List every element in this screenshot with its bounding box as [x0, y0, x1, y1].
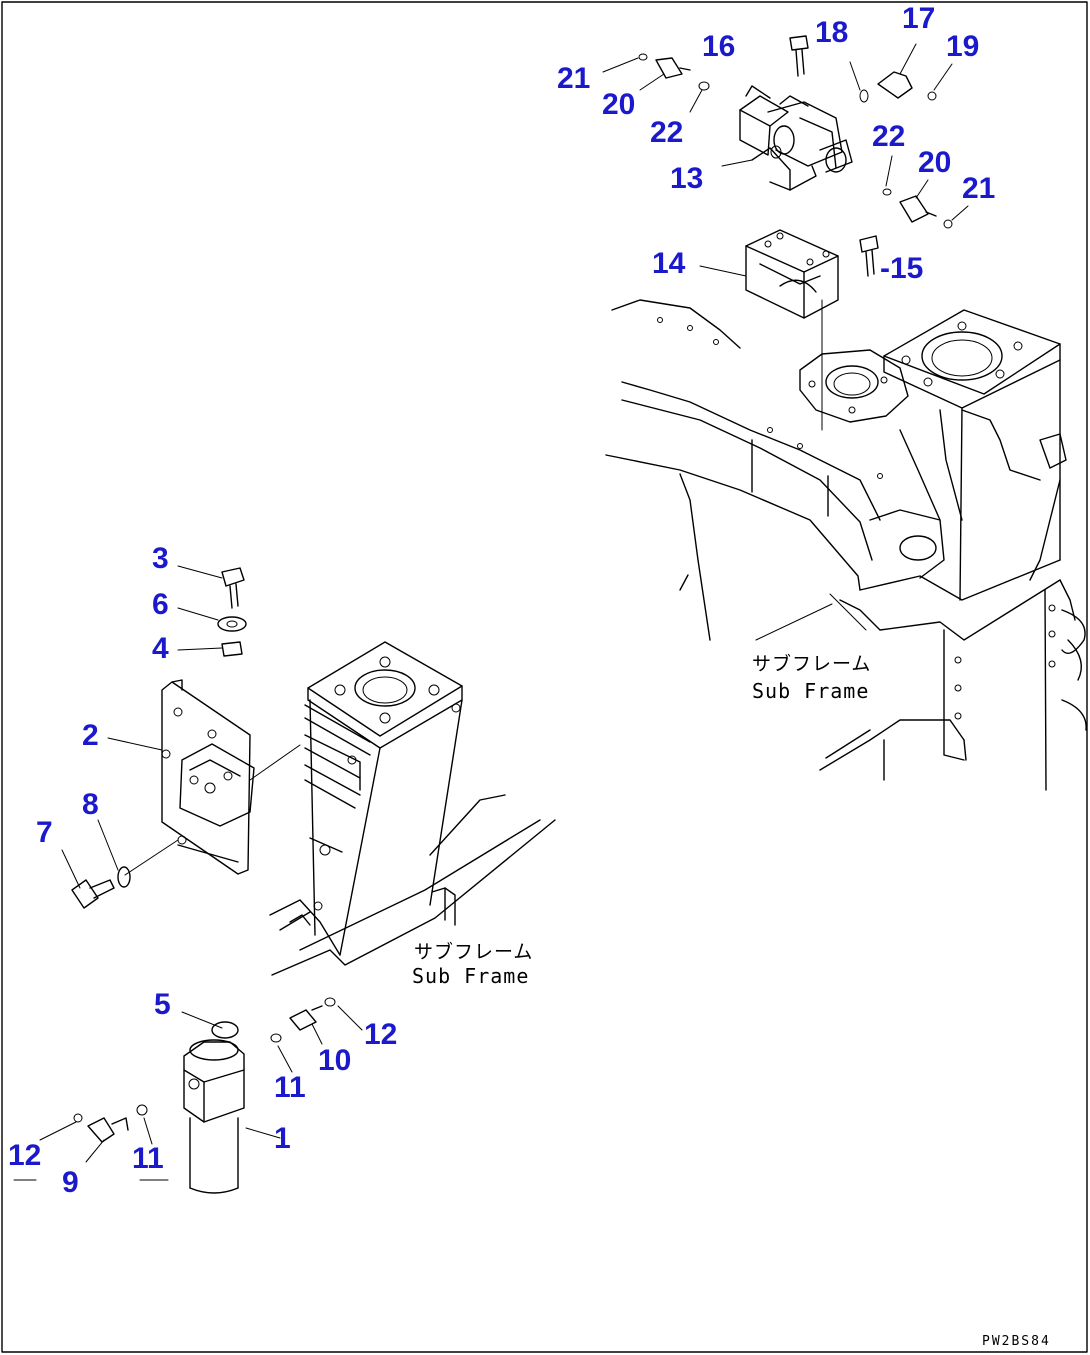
- mounting-block: [745, 229, 839, 431]
- drawing-code: PW2BS84: [982, 1334, 1051, 1349]
- callout-4: 4: [152, 632, 169, 665]
- bolt-washer-nut: [217, 567, 247, 657]
- callout-3: 3: [152, 542, 169, 575]
- leader-lines-lower-left: [13, 565, 363, 1181]
- sub-frame-structure: [605, 299, 1087, 791]
- callout-numbers: 1 2 3 4 5 6 7 8 9 10 11 11 12 12 13 14 -…: [8, 2, 995, 1199]
- valve-assembly: [739, 85, 853, 191]
- filter-fittings: [73, 997, 336, 1143]
- bracket-and-pillar: [161, 641, 556, 976]
- valve-fittings: [638, 35, 953, 277]
- callout-18: 18: [815, 16, 848, 49]
- sub-frame-label-en-upper: Sub Frame: [752, 679, 869, 703]
- callout-21a: 21: [557, 62, 590, 95]
- callout-6: 6: [152, 588, 169, 621]
- callout-21b: 21: [962, 172, 995, 205]
- callout-5: 5: [154, 988, 171, 1021]
- callout-15: -15: [880, 252, 923, 285]
- frame-labels: サブフレーム Sub Frame サブフレーム Sub Frame PW2BS8…: [412, 652, 1051, 1349]
- callout-9: 9: [62, 1166, 79, 1199]
- callout-13: 13: [670, 162, 703, 195]
- sub-frame-label-jp-upper: サブフレーム: [752, 652, 871, 675]
- bolt-7-washer-8: [71, 866, 131, 909]
- callout-12a: 12: [364, 1018, 397, 1051]
- callout-14: 14: [652, 247, 686, 280]
- callout-12b: 12: [8, 1139, 41, 1172]
- callout-2: 2: [82, 719, 99, 752]
- sub-frame-label-en-lower: Sub Frame: [412, 964, 529, 988]
- callout-22a: 22: [650, 116, 683, 149]
- callout-17: 17: [902, 2, 935, 35]
- sub-frame-label-jp-lower: サブフレーム: [414, 940, 533, 963]
- callout-8: 8: [82, 788, 99, 821]
- callout-16: 16: [702, 30, 735, 63]
- callout-22b: 22: [872, 120, 905, 153]
- callout-10: 10: [318, 1044, 351, 1077]
- callout-20a: 20: [602, 88, 635, 121]
- callout-20b: 20: [918, 146, 951, 179]
- callout-11b: 11: [132, 1142, 164, 1175]
- filter-element: [183, 1021, 245, 1194]
- callout-11a: 11: [274, 1071, 306, 1104]
- callout-19: 19: [946, 30, 979, 63]
- callout-7: 7: [36, 816, 53, 849]
- callout-1: 1: [274, 1122, 291, 1155]
- leader-lines-upper-right: [602, 43, 969, 277]
